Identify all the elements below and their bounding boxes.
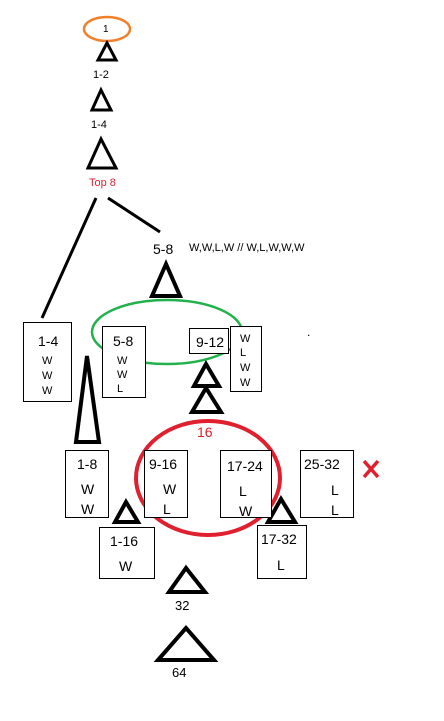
box-result: W [42, 385, 53, 397]
box-result: W [240, 377, 251, 389]
box-title: 25-32 [304, 456, 340, 472]
box-result: W [240, 333, 251, 345]
box-result: L [240, 347, 247, 359]
tall-triangle-1-8 [73, 355, 102, 444]
box-result: W [117, 355, 128, 367]
red-ellipse [134, 419, 282, 537]
box-title: 1-4 [38, 333, 59, 349]
box-result: W [42, 370, 53, 382]
box-result: W [117, 369, 128, 381]
box-wlww: W L W W [230, 326, 262, 392]
box-result: L [331, 502, 339, 518]
triangle-9-12-upper [190, 359, 223, 388]
triangle-64 [153, 624, 219, 662]
line-to-5-8 [107, 196, 161, 234]
box-title: 17-32 [261, 531, 297, 547]
box-result: L [277, 557, 285, 573]
label-1-2: 1-2 [93, 69, 109, 81]
label-rank-1: 1 [103, 24, 109, 35]
box-result: W [42, 355, 53, 367]
triangle-1-4 [89, 86, 114, 112]
box-title: 5-8 [113, 333, 134, 349]
triangle-17-32 [264, 495, 299, 524]
red-x-icon [362, 459, 380, 479]
box-title: 1-8 [77, 456, 98, 472]
label-64: 64 [172, 665, 187, 680]
box-25-32: 25-32 L L [300, 450, 354, 518]
triangle-1-2 [95, 39, 119, 62]
triangle-1-16 [111, 497, 142, 524]
box-result: W [81, 501, 95, 517]
box-9-16: 9-16 W L [144, 450, 188, 518]
box-result: W [119, 558, 133, 574]
box-1-4: 1-4 W W W [23, 322, 72, 402]
box-17-32: 17-32 L [257, 525, 307, 579]
box-17-24: 17-24 L W [220, 450, 272, 518]
box-title: 9-12 [196, 334, 225, 350]
line-to-1-4-box [40, 197, 98, 319]
box-9-12: 9-12 [189, 328, 229, 354]
box-result: L [239, 483, 247, 499]
box-result: L [117, 383, 124, 395]
label-16: 16 [197, 424, 213, 440]
box-1-8: 1-8 W W [65, 450, 109, 518]
triangle-32 [165, 564, 210, 594]
label-top-8: Top 8 [89, 177, 116, 189]
box-title: 1-16 [110, 533, 139, 549]
label-32: 32 [175, 598, 190, 613]
triangle-top-8 [85, 135, 119, 170]
triangle-9-12-lower [188, 384, 225, 414]
box-title: 17-24 [227, 458, 263, 474]
box-1-16: 1-16 W [99, 527, 155, 579]
box-result: W [163, 481, 177, 497]
box-5-8: 5-8 W W L [102, 326, 146, 398]
label-sequence: W,W,L,W // W,L,W,W,W [189, 242, 305, 254]
label-1-4: 1-4 [91, 119, 107, 131]
box-result: L [331, 482, 339, 498]
label-dot: . [307, 325, 311, 339]
box-result: W [240, 362, 251, 374]
label-5-8: 5-8 [153, 241, 174, 257]
box-title: 9-16 [149, 456, 178, 472]
triangle-5-8 [148, 259, 184, 298]
box-result: W [81, 481, 95, 497]
box-result: L [163, 501, 171, 517]
box-result: W [239, 503, 253, 519]
